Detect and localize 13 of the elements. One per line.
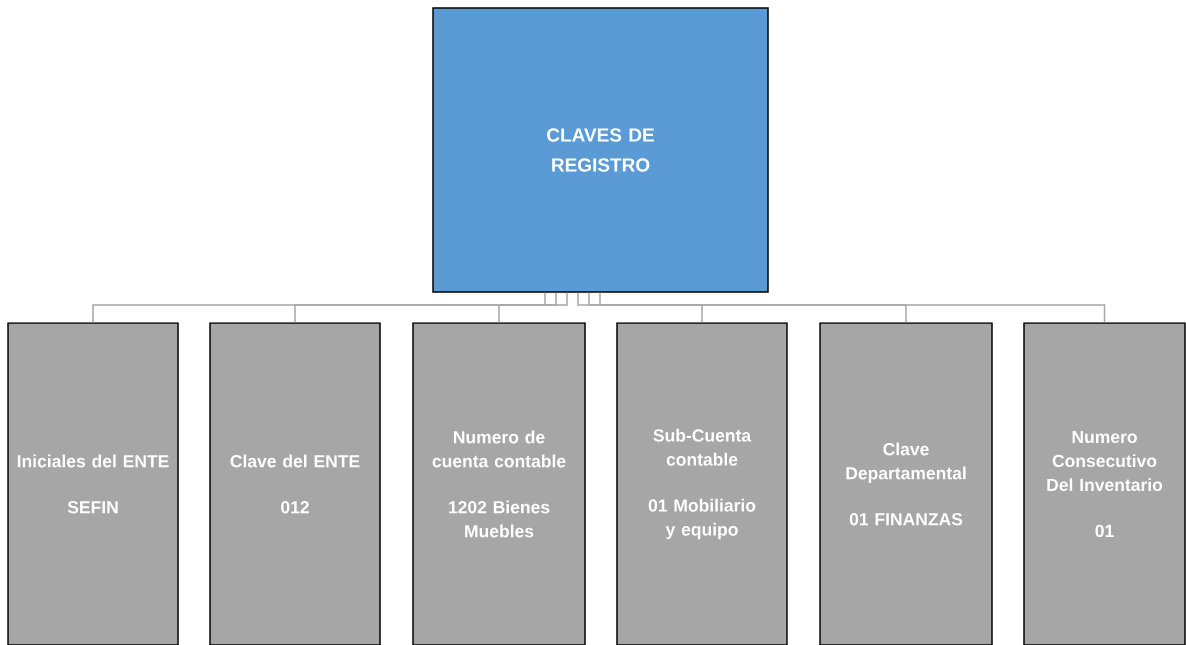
connector-line	[498, 292, 568, 323]
header-box: CLAVES DE REGISTRO	[432, 7, 769, 293]
connector-line	[577, 292, 703, 323]
connector-line	[599, 292, 1106, 323]
connector-line	[588, 292, 907, 323]
field-box: Clave del ENTE 012	[209, 322, 381, 645]
connector-line	[294, 292, 557, 323]
field-box: Numero Consecutivo Del Inventario 01	[1023, 322, 1186, 645]
field-box: Sub-Cuenta contable 01 Mobiliario y equipo	[616, 322, 788, 645]
connector-line	[92, 292, 546, 323]
field-box: Iniciales del ENTE SEFIN	[7, 322, 179, 645]
field-box: Clave Departamental 01 FINANZAS	[819, 322, 993, 645]
field-box: Numero de cuenta contable 1202 Bienes Muebles	[412, 322, 586, 645]
